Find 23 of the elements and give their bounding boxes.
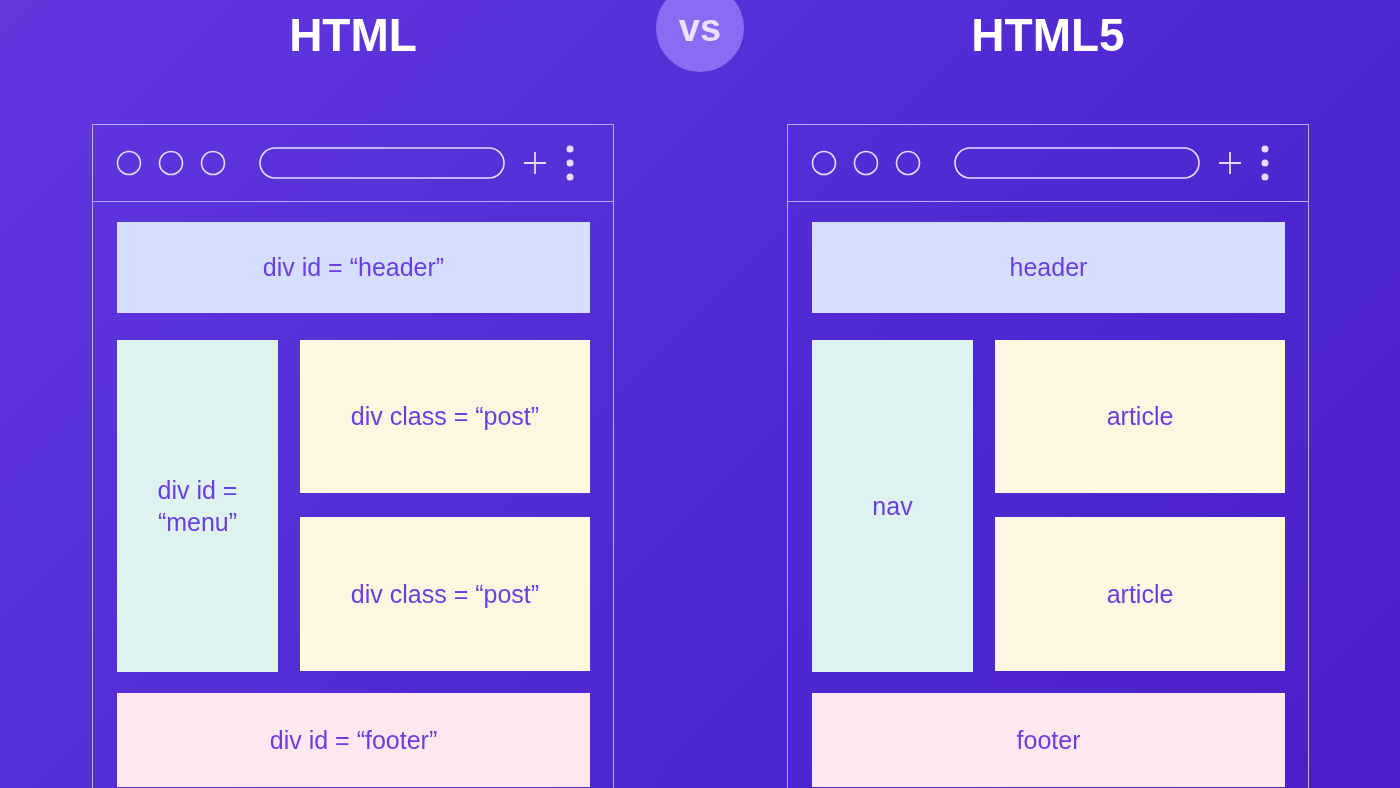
block-label: div class = “post” — [350, 401, 540, 433]
window-title: HTML — [288, 8, 418, 62]
block-label: div class = “post” — [350, 578, 540, 610]
layout-block — [812, 340, 973, 672]
layout-block — [117, 693, 590, 787]
block-label: article — [1106, 401, 1174, 433]
layout-block — [995, 517, 1285, 671]
layout-block — [117, 340, 278, 672]
block-label: nav — [871, 490, 914, 522]
block-label: div id = “header” — [262, 252, 445, 284]
block-label: article — [1106, 578, 1174, 610]
block-label: div id = “menu” — [156, 474, 239, 538]
block-label: footer — [1016, 724, 1081, 756]
block-label: header — [1009, 252, 1088, 284]
versus-circle: vs — [656, 0, 744, 72]
layout-block — [995, 340, 1285, 493]
layout-block — [117, 222, 590, 313]
layout-block — [812, 693, 1285, 787]
layout-block — [300, 340, 590, 493]
layout-block — [300, 517, 590, 671]
block-label: div id = “footer” — [269, 724, 438, 756]
window-title: HTML5 — [970, 8, 1126, 62]
layout-block — [812, 222, 1285, 313]
